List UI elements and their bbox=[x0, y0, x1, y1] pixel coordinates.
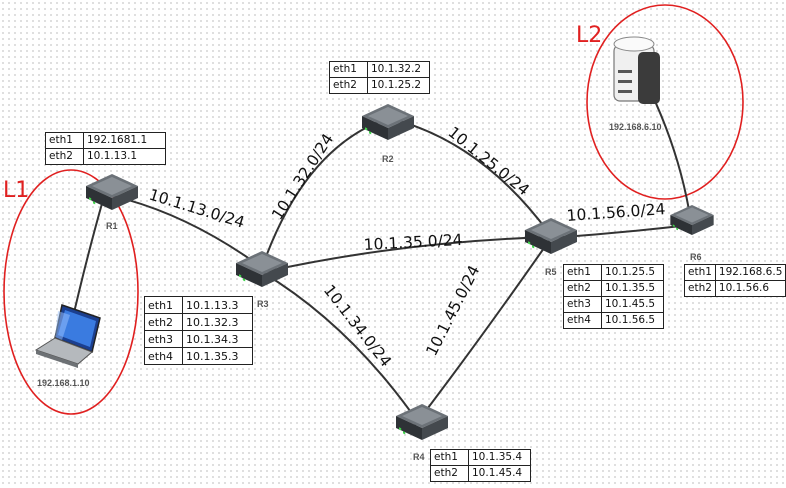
link-label-r1-r3: 10.1.13.0/24 bbox=[147, 186, 247, 232]
interface-name: eth4 bbox=[563, 312, 602, 329]
router-icon bbox=[236, 251, 288, 287]
interface-ip: 10.1.35.4 bbox=[468, 449, 531, 466]
interface-name: eth2 bbox=[684, 280, 716, 297]
interface-ip: 10.1.13.1 bbox=[83, 148, 166, 165]
interface-name: eth3 bbox=[144, 330, 183, 348]
router-icon bbox=[86, 174, 138, 210]
link-label-r3-r2: 10.1.32.0/24 bbox=[268, 130, 337, 223]
zone-l2-label: L2 bbox=[576, 23, 602, 48]
interface-ip: 192.168.6.5 bbox=[714, 264, 786, 281]
link-r3-r4 bbox=[261, 271, 419, 423]
interface-name: eth2 bbox=[144, 313, 183, 331]
interface-name: eth2 bbox=[45, 148, 84, 165]
interface-ip: 10.1.25.2 bbox=[367, 77, 430, 94]
interface-ip: 10.1.25.5 bbox=[601, 264, 664, 281]
interface-name: eth4 bbox=[144, 347, 183, 365]
router-r6[interactable] bbox=[670, 205, 714, 235]
interface-name: eth2 bbox=[430, 465, 469, 482]
laptop-icon[interactable] bbox=[34, 304, 101, 368]
interface-name: eth1 bbox=[430, 449, 469, 466]
router-r6-label: R6 bbox=[690, 252, 702, 262]
interface-name: eth1 bbox=[45, 132, 84, 149]
laptop-label: 192.168.1.10 bbox=[37, 378, 90, 388]
link-label-r3-r5: 10.1.35.0/24 bbox=[363, 231, 463, 254]
interface-name: eth1 bbox=[144, 296, 183, 314]
router-r3-label: R3 bbox=[257, 299, 269, 309]
interface-name: eth1 bbox=[563, 264, 602, 281]
server-label: 192.168.6.10 bbox=[609, 122, 662, 132]
interface-ip: 10.1.32.3 bbox=[182, 313, 253, 331]
link-label-r3-r4: 10.1.34.0/24 bbox=[320, 281, 395, 370]
interface-ip: 10.1.56.5 bbox=[601, 312, 664, 329]
interface-ip: 10.1.45.5 bbox=[601, 296, 664, 313]
router-r1-label: R1 bbox=[106, 221, 118, 231]
interface-ip: 10.1.45.4 bbox=[468, 465, 531, 482]
link-r4-r5 bbox=[414, 237, 552, 426]
router-icon bbox=[362, 104, 414, 140]
link-label-r2-r5: 10.1.25.0/24 bbox=[444, 123, 532, 199]
server-icon[interactable] bbox=[613, 36, 660, 104]
interface-name: eth1 bbox=[329, 61, 368, 78]
interface-ip: 10.1.35.5 bbox=[601, 280, 664, 297]
interface-ip: 10.1.34.3 bbox=[182, 330, 253, 348]
router-r2-label: R2 bbox=[382, 154, 394, 164]
interface-name: eth1 bbox=[684, 264, 716, 281]
link-label-r5-r6: 10.1.56.0/24 bbox=[566, 200, 666, 225]
router-r3[interactable] bbox=[236, 251, 288, 287]
interface-ip: 10.1.13.3 bbox=[182, 296, 253, 314]
interface-ip: 10.1.35.3 bbox=[182, 347, 253, 365]
interface-name: eth3 bbox=[563, 296, 602, 313]
interface-ip: 10.1.32.2 bbox=[367, 61, 430, 78]
interface-name: eth2 bbox=[563, 280, 602, 297]
interface-name: eth2 bbox=[329, 77, 368, 94]
link-r3-r5 bbox=[263, 236, 550, 273]
zone-l1-label: L1 bbox=[3, 178, 29, 203]
router-r2[interactable] bbox=[362, 104, 414, 140]
router-r4-label: R4 bbox=[413, 452, 425, 462]
zone-l2-ellipse bbox=[586, 4, 744, 200]
router-r1[interactable] bbox=[86, 174, 138, 210]
router-r5-label: R5 bbox=[545, 267, 557, 277]
router-icon bbox=[670, 205, 714, 235]
zone-l1-ellipse bbox=[3, 169, 139, 415]
interface-ip: 192.1681.1 bbox=[83, 132, 166, 149]
router-r4[interactable] bbox=[396, 404, 448, 440]
interface-ip: 10.1.56.6 bbox=[714, 280, 786, 297]
router-icon bbox=[396, 404, 448, 440]
